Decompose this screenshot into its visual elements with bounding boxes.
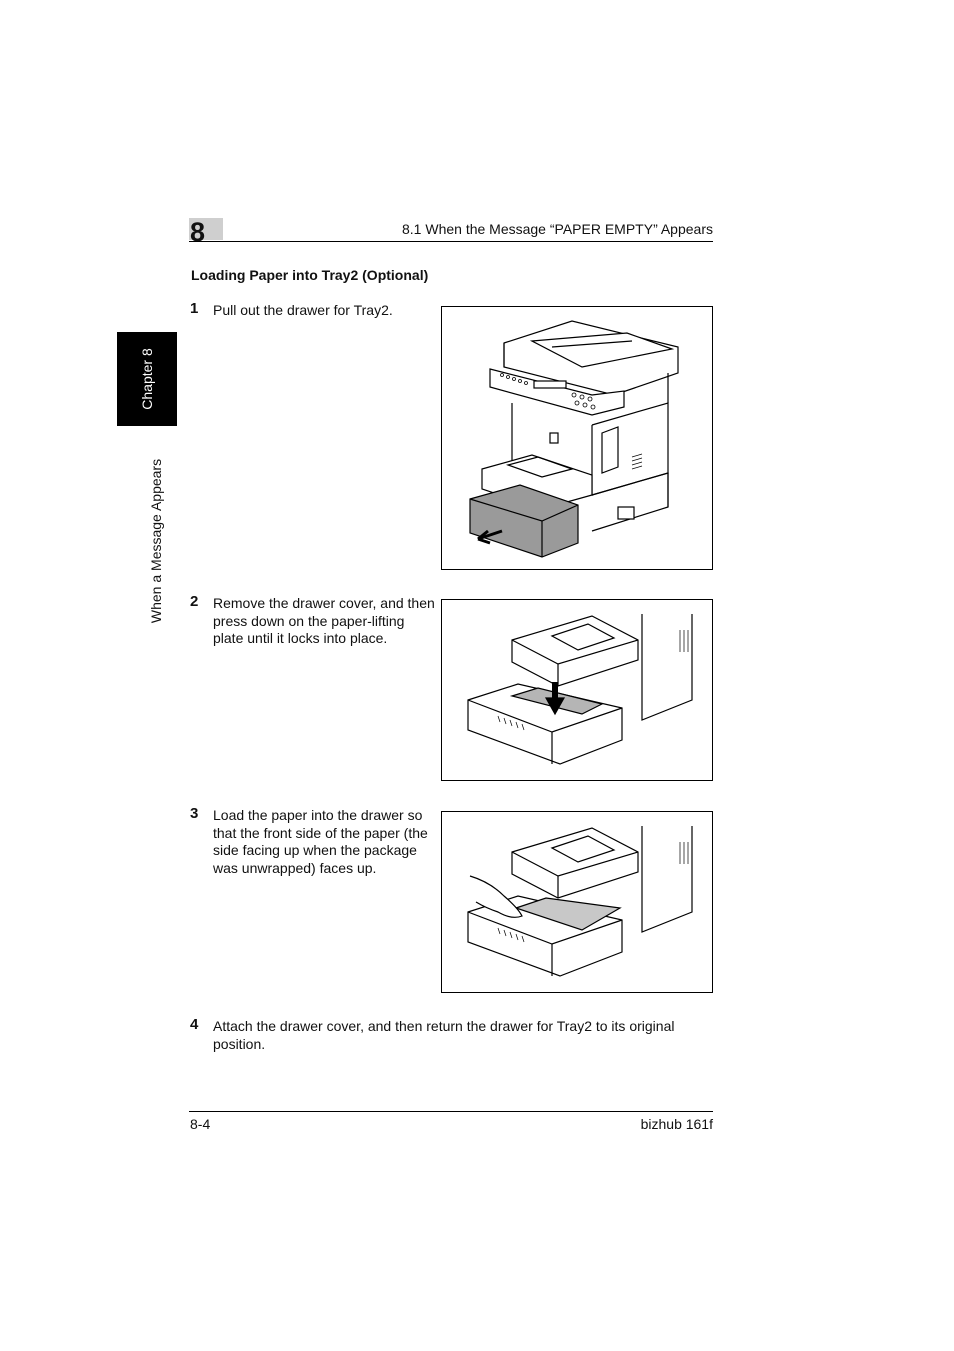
figure-pull-out-drawer [441, 306, 713, 570]
figure-load-paper [441, 811, 713, 993]
footer-divider [189, 1111, 713, 1112]
running-header-title: 8.1 When the Message “PAPER EMPTY” Appea… [402, 221, 713, 237]
header-divider [189, 241, 713, 242]
step-1-number: 1 [190, 300, 199, 317]
page-number: 8-4 [190, 1116, 211, 1132]
chapter-number: 8 [190, 217, 206, 247]
chapter-side-tab [117, 332, 177, 426]
step-2-number: 2 [190, 593, 199, 610]
step-3-text: Load the paper into the drawer so that t… [213, 807, 428, 876]
step-4-number: 4 [190, 1016, 199, 1033]
chapter-number-box [189, 218, 223, 240]
step-1-text: Pull out the drawer for Tray2. [213, 302, 393, 318]
product-name: bizhub 161f [640, 1116, 713, 1132]
figure-press-lifting-plate [441, 599, 713, 781]
step-4-text: Attach the drawer cover, and then return… [213, 1018, 675, 1052]
step-3-number: 3 [190, 805, 199, 822]
side-tab-section-label: When a Message Appears [148, 458, 164, 624]
side-tab-chapter-label: Chapter 8 [139, 348, 155, 410]
section-heading: Loading Paper into Tray2 (Optional) [191, 267, 429, 283]
step-2-text: Remove the drawer cover, and then press … [213, 595, 435, 647]
